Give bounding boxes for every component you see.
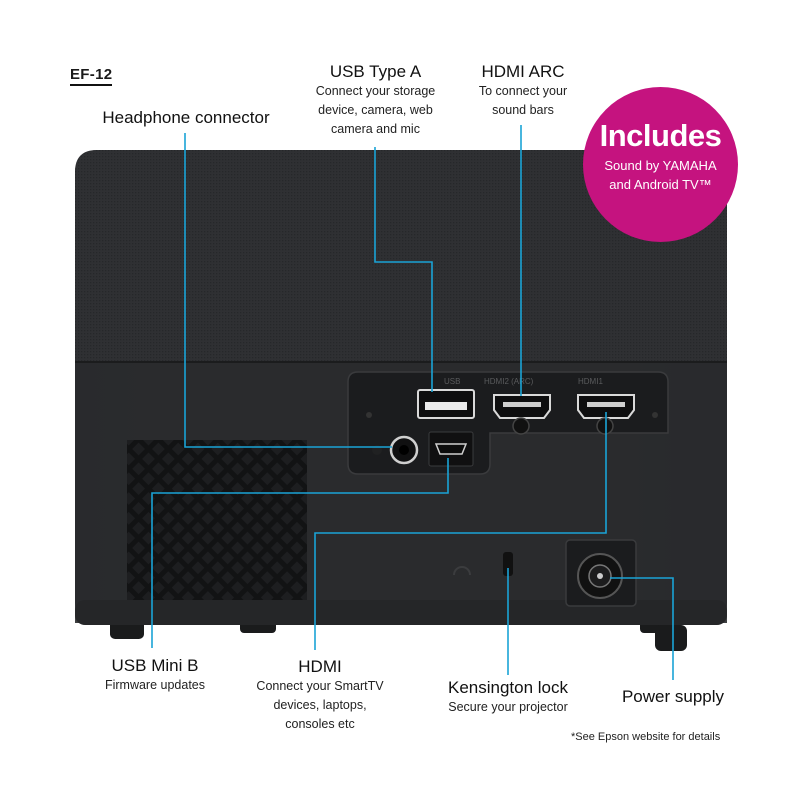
usb-a-title: USB Type A [329, 62, 422, 81]
badge-line-2: and Android TV™ [609, 177, 712, 192]
power-callout-line [610, 577, 674, 680]
hdmi-callout: HDMI Connect your SmartTV devices, lapto… [240, 657, 400, 734]
svg-text:HDMI1: HDMI1 [578, 377, 603, 386]
hdmi-arc-callout: HDMI ARC To connect your sound bars [463, 62, 583, 120]
usb-mini-b-callout-line [151, 458, 449, 648]
footnote: *See Epson website for details [571, 731, 721, 743]
headphone-title: Headphone connector [102, 108, 270, 127]
usb-a-desc-line-2: device, camera, web [318, 103, 433, 117]
power-callout: Power supply [605, 687, 741, 707]
usb-mini-b-callout: USB Mini B Firmware updates [88, 656, 222, 695]
hdmi-arc-desc-line-1: To connect your [478, 84, 568, 98]
speaker-mesh [75, 150, 727, 362]
hdmi-desc-line-3: consoles etc [285, 717, 355, 731]
hdmi-port [577, 394, 635, 435]
usb-mini-b-port [428, 431, 474, 467]
hdmi-arc-port [493, 394, 551, 435]
hdmi-arc-desc-line-2: sound bars [492, 103, 554, 117]
usb-a-port [417, 389, 475, 419]
model-label: EF-12 [70, 66, 113, 86]
hdmi-callout-line [314, 412, 607, 650]
badge-headline: Includes [599, 118, 722, 153]
usb-a-callout-line [374, 147, 433, 392]
hdmi-arc-title: HDMI ARC [481, 62, 565, 81]
includes-badge: Includes Sound by YAMAHA and Android TV™ [583, 87, 738, 242]
power-socket [565, 539, 637, 607]
vent-grille [127, 440, 307, 600]
svg-text:HDMI2 (ARC): HDMI2 (ARC) [484, 377, 534, 386]
headphone-callout-line [184, 133, 392, 448]
kensington-desc: Secure your projector [448, 700, 568, 714]
usb-mini-b-desc: Firmware updates [104, 678, 206, 692]
usb-a-callout: USB Type A Connect your storage device, … [298, 62, 453, 139]
headphone-callout: Headphone connector [90, 108, 282, 128]
usb-a-desc-line-3: camera and mic [331, 122, 420, 136]
hdmi-desc-line-1: Connect your SmartTV [256, 679, 384, 693]
badge-line-1: Sound by YAMAHA [604, 158, 717, 173]
hdmi-desc-line-2: devices, laptops, [273, 698, 367, 712]
kensington-title: Kensington lock [447, 678, 569, 697]
usb-a-desc-line-1: Connect your storage [315, 84, 436, 98]
kensington-slot [453, 552, 513, 576]
hdmi-title: HDMI [298, 657, 342, 676]
callout-lines [151, 125, 674, 680]
svg-text:USB: USB [444, 377, 460, 386]
power-title: Power supply [621, 687, 725, 706]
kensington-callout: Kensington lock Secure your projector [430, 678, 586, 717]
usb-mini-b-title: USB Mini B [111, 656, 199, 675]
